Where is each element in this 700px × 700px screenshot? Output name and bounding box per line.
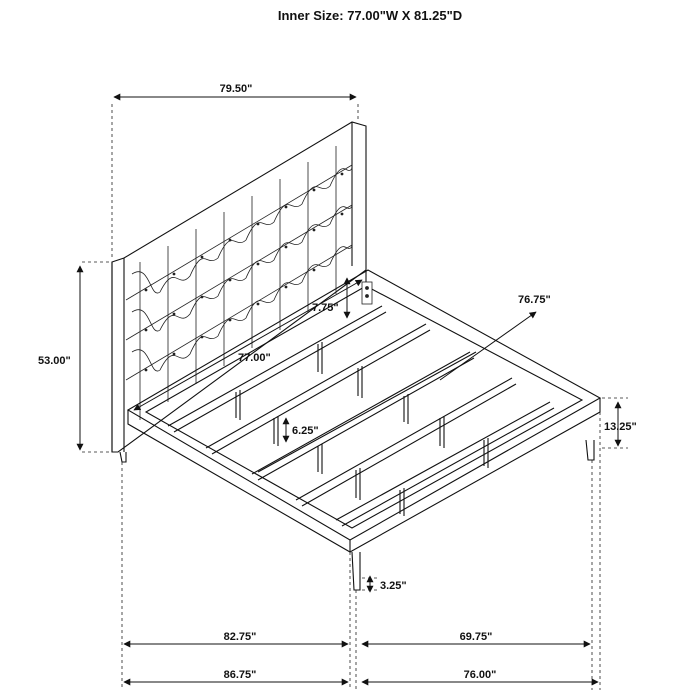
label-support-leg: 6.25" (292, 425, 319, 437)
label-side-height: 13.25" (604, 421, 637, 433)
tufting-buttons (144, 172, 344, 372)
label-length-overall: 86.75" (224, 669, 257, 681)
extension-lines (82, 104, 628, 690)
label-headboard-width: 79.50" (220, 83, 253, 95)
headboard-bracket (361, 281, 373, 305)
label-length-inner: 82.75" (224, 631, 257, 643)
label-height: 53.00" (38, 355, 71, 367)
slat-supports (235, 342, 489, 516)
page-title: Inner Size: 77.00"W X 81.25"D (277, 8, 463, 23)
slats (167, 305, 555, 527)
dimension-lines (76, 93, 622, 686)
label-inner-width: 77.00" (238, 352, 271, 364)
bed-legs (119, 439, 595, 591)
headboard (111, 121, 367, 453)
headboard-tufting (125, 146, 353, 420)
label-diagonal: 76.75" (518, 294, 551, 306)
dimension-labels: 79.50" 53.00" 7.75" 77.00" 76.75" 6.25" … (38, 83, 637, 681)
label-leg-height: 3.25" (380, 580, 407, 592)
label-width-overall: 76.00" (464, 669, 497, 681)
label-slat-drop: 7.75" (312, 302, 339, 314)
label-width-inner: 69.75" (460, 631, 493, 643)
